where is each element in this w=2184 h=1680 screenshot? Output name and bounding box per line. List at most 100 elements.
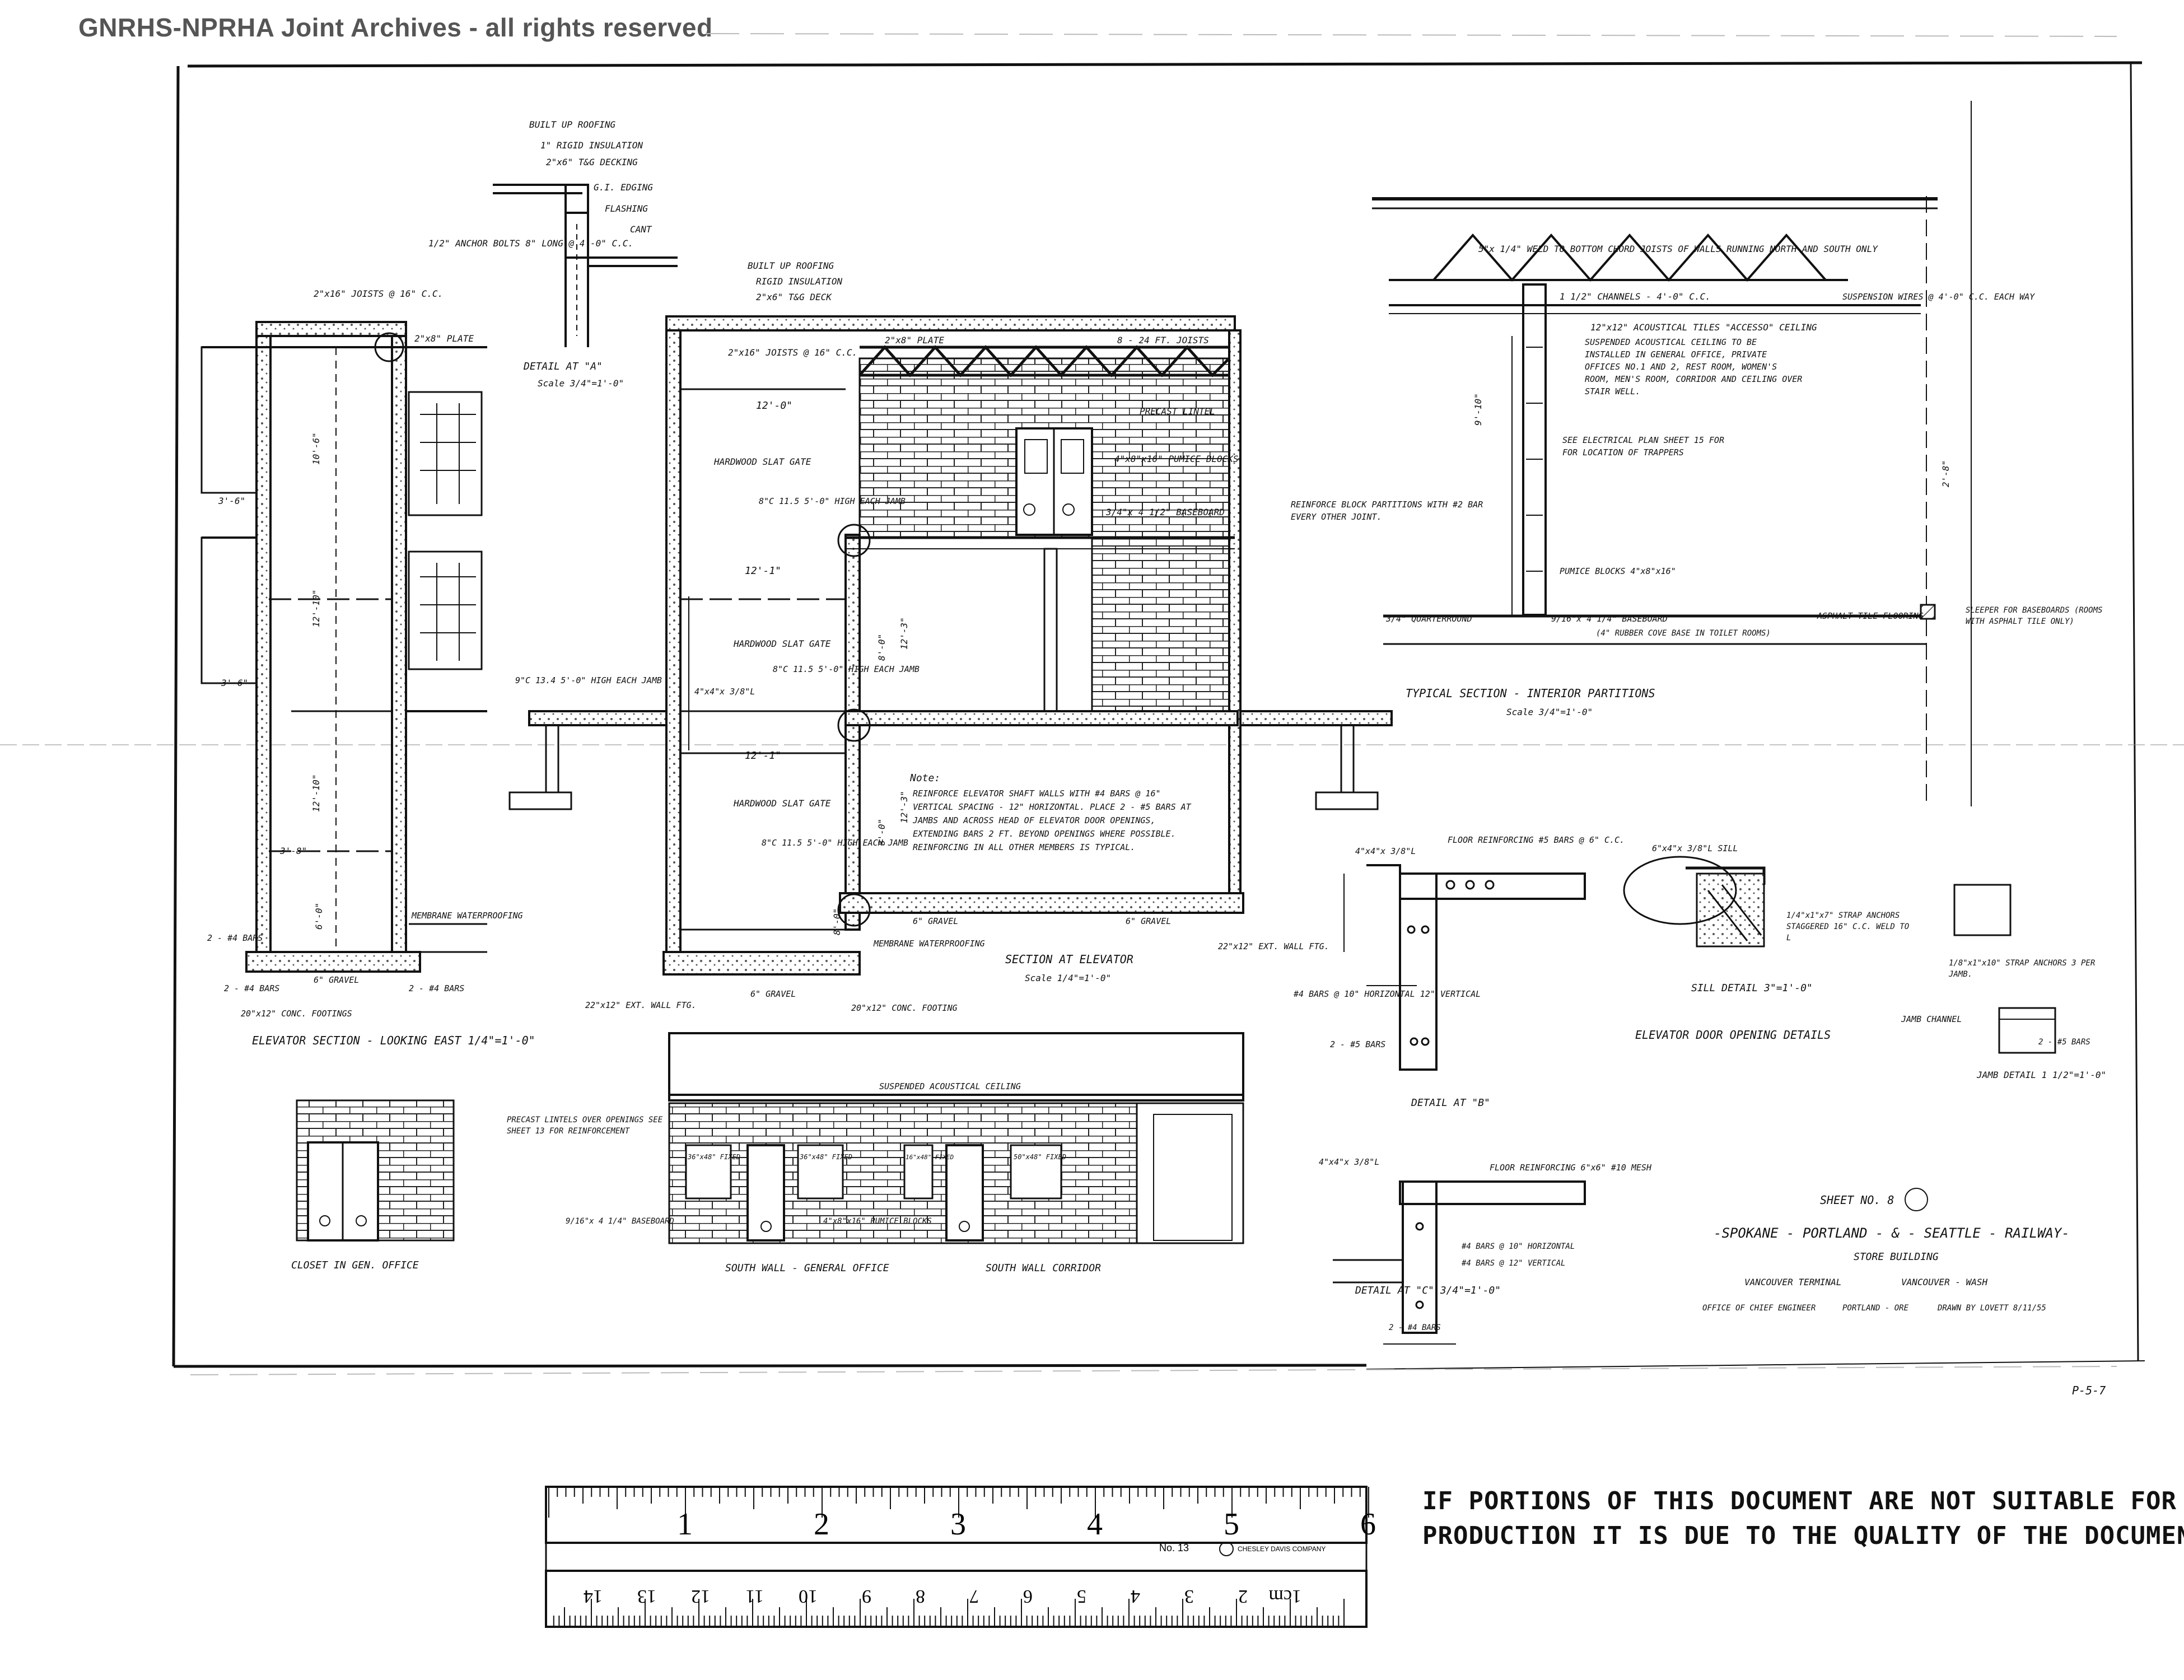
note-title: Note: <box>909 772 940 784</box>
note-gravel-2: 6" GRAVEL <box>913 916 958 926</box>
note-jamb-1: 8"C 11.5 5'-0" HIGH EACH JAMB <box>759 496 906 506</box>
ruler-inch-label: 3 <box>950 1507 966 1542</box>
dim-d6: 8'-0" <box>832 908 842 935</box>
ruler-cm-label: 2 <box>1238 1586 1248 1607</box>
detail-c <box>1333 1180 1586 1345</box>
note-gravel-3: 6" GRAVEL <box>1126 916 1171 926</box>
dim-d7: 12'-3" <box>899 617 909 650</box>
ruler-cm-label: 14 <box>584 1586 603 1607</box>
dim-d8: 12'-3" <box>899 791 909 823</box>
title-sill-detail: SILL DETAIL 3"=1'-0" <box>1691 982 1813 994</box>
title-detail-b: DETAIL AT "B" <box>1411 1097 1490 1109</box>
note-decking: 2"x6" T&G DECKING <box>546 157 638 167</box>
note-plate: 2"x8" PLATE <box>414 333 474 344</box>
note-rubber-cove: (4" RUBBER COVE BASE IN TOILET ROOMS) <box>1596 629 1771 638</box>
note-acoustical: 12"x12" ACOUSTICAL TILES "ACCESSO" CEILI… <box>1590 322 1817 333</box>
note-bars-horizontal-b: #4 BARS @ 10" HORIZONTAL 12" VERTICAL <box>1293 989 1481 999</box>
ruler-maker: CHESLEY DAVIS COMPANY <box>1238 1545 1326 1553</box>
ruler-cm-label: 13 <box>637 1586 656 1607</box>
note-floor-reinf-c: FLOOR REINFORCING 6"x6" #10 MESH <box>1490 1163 1652 1173</box>
ruler-cm-label: 5 <box>1077 1586 1086 1607</box>
note-ext-wall-ftg-1: 22"x12" EXT. WALL FTG. <box>1218 941 1329 951</box>
sheet-border <box>0 33 2184 1375</box>
dim-d4: 8'-0" <box>876 634 887 661</box>
south-wall-general-office <box>668 1032 1244 1244</box>
ruler-model: No. 13 <box>1159 1542 1189 1553</box>
electrical-note: SEE ELECTRICAL PLAN SHEET 15 FOR FOR LOC… <box>1562 435 1724 458</box>
ruler-cm-label: 12 <box>691 1586 710 1607</box>
note-bars-c3: 2 - #4 BARS <box>1389 1323 1441 1332</box>
title-typical-section: TYPICAL SECTION - INTERIOR PARTITIONS <box>1406 687 1655 700</box>
title-detail-c: DETAIL AT "C" 3/4"=1'-0" <box>1355 1285 1501 1296</box>
note-membrane-2: MEMBRANE WATERPROOFING <box>873 939 985 949</box>
dim-d11: 12'-10" <box>311 774 321 812</box>
scale-typical-section: Scale 3/4"=1'-0" <box>1506 707 1593 717</box>
note-rigid-insulation: 1" RIGID INSULATION <box>540 140 643 151</box>
dim-d12: 3'-6" <box>218 496 245 506</box>
dim-d14: 3'-8" <box>279 846 307 856</box>
note-deck-2: 2"x6" T&G DECK <box>756 292 832 302</box>
ruler-cm-label: 4 <box>1131 1586 1140 1607</box>
note-hardwood-gate-2: HARDWOOD SLAT GATE <box>733 638 831 649</box>
ruler-inch-label: 4 <box>1087 1507 1103 1542</box>
note-pumice-block: 4"x8"x16" PUMICE BLOCKS <box>1114 454 1239 464</box>
notice-line-2: PRODUCTION IT IS DUE TO THE QUALITY OF T… <box>1422 1522 2184 1550</box>
note-weld: 5"x 1/4" WELD TO BOTTOM CHORD JOISTS OF … <box>1478 244 1878 254</box>
note-pumice-blocks-3: 4"x8"x16" PUMICE BLOCKS <box>823 1217 932 1226</box>
dim-d9: 10'-6" <box>311 432 321 465</box>
window-label-4: 50"x48" FIXED <box>1014 1153 1066 1161</box>
elevator-note: REINFORCE ELEVATOR SHAFT WALLS WITH #4 B… <box>913 788 1191 852</box>
ruler-maker-logo <box>1219 1542 1234 1556</box>
note-susp-ceiling: SUSPENDED ACOUSTICAL CEILING <box>879 1081 1021 1091</box>
note-sill-angle: 6"x4"x 3/8"L SILL <box>1652 843 1738 853</box>
ruler-cm-label: 9 <box>862 1586 871 1607</box>
window-label-3: 16"x48" FIXED <box>906 1154 954 1161</box>
terminal-location: VANCOUVER - WASH <box>1901 1277 1987 1287</box>
note-hardwood-gate-3: HARDWOOD SLAT GATE <box>733 798 831 809</box>
note-angle: 4"x4"x 3/8"L <box>694 687 755 697</box>
ruler-cm-label: 10 <box>799 1586 818 1607</box>
note-precast-lintel: PRECAST LINTEL <box>1140 406 1215 417</box>
note-asphalt: ASPHALT TILE FLOORING <box>1817 611 1924 621</box>
note-gravel-4: 6" GRAVEL <box>750 989 796 999</box>
note-baseboard-b: 9/16"x 4 1/4" BASEBOARD <box>566 1217 674 1226</box>
office-city: PORTLAND - ORE <box>1842 1304 1909 1313</box>
note-channels: 1 1/2" CHANNELS - 4'-0" C.C. <box>1560 291 1711 302</box>
suspended-ceiling-note: SUSPENDED ACOUSTICAL CEILING TO BE INSTA… <box>1585 337 1802 396</box>
closet-gen-office <box>296 1099 455 1242</box>
elevator-section-east <box>200 321 487 973</box>
note-bars-3: 2 - #4 BARS <box>409 983 464 993</box>
reproduction-notice: IF PORTIONS OF THIS DOCUMENT ARE NOT SUI… <box>1422 1484 2184 1553</box>
strap-anchors-2-note: 1/8"x1"x10" STRAP ANCHORS 3 PER JAMB. <box>1949 959 2095 979</box>
title-section-at-elevator: SECTION AT ELEVATOR <box>1005 953 1133 966</box>
dim-d1: 12'-0" <box>756 400 792 412</box>
note-joists-16: 2"x16" JOISTS @ 16" C.C. <box>314 288 443 299</box>
ruler-cm-label: 7 <box>969 1586 979 1607</box>
ruler-cm-label: 6 <box>1023 1586 1033 1607</box>
dim-d15: 6'-0" <box>314 903 324 930</box>
note-jamb-2: 8"C 11.5 5'-0" HIGH EACH JAMB <box>773 664 920 674</box>
sleeper-note: SLEEPER FOR BASEBOARDS (ROOMS WITH ASPHA… <box>1966 606 2102 626</box>
note-baseboard-a: 3/4"x 4 1/2" BASEBOARD <box>1105 507 1225 517</box>
note-flashing: FLASHING <box>605 203 648 214</box>
title-detail-a: DETAIL AT "A" <box>523 361 603 372</box>
detail-b <box>1343 864 1586 1071</box>
section-at-elevator <box>508 315 1393 976</box>
ruler-inch-label: 6 <box>1360 1507 1376 1542</box>
sheet-reference: P-5-7 <box>2072 1384 2106 1397</box>
detail-a <box>493 184 678 347</box>
note-conc-footing-2: 20"x12" CONC. FOOTINGS <box>241 1009 352 1019</box>
note-quarterround: 3/4" QUARTERROUND <box>1385 614 1472 624</box>
dim-d17: 2'-8" <box>1940 460 1951 487</box>
note-bars-c1: #4 BARS @ 10" HORIZONTAL <box>1461 1242 1575 1251</box>
dim-d3: 12'-1" <box>745 750 781 762</box>
note-anchor-bolts: 1/2" ANCHOR BOLTS 8" LONG @ 4'-0" C.C. <box>428 238 633 249</box>
dim-d10: 12'-10" <box>311 590 321 627</box>
sheet-number: SHEET NO. 8 <box>1820 1193 1894 1207</box>
ruler-inch-label: 1 <box>677 1507 693 1542</box>
ruler-cm-label: 11 <box>745 1586 764 1607</box>
note-hardwood-gate-1: HARDWOOD SLAT GATE <box>713 456 811 467</box>
note-membrane-1: MEMBRANE WATERPROOFING <box>411 911 523 921</box>
note-angle-b: 4"x4"x 3/8"L <box>1355 846 1416 856</box>
